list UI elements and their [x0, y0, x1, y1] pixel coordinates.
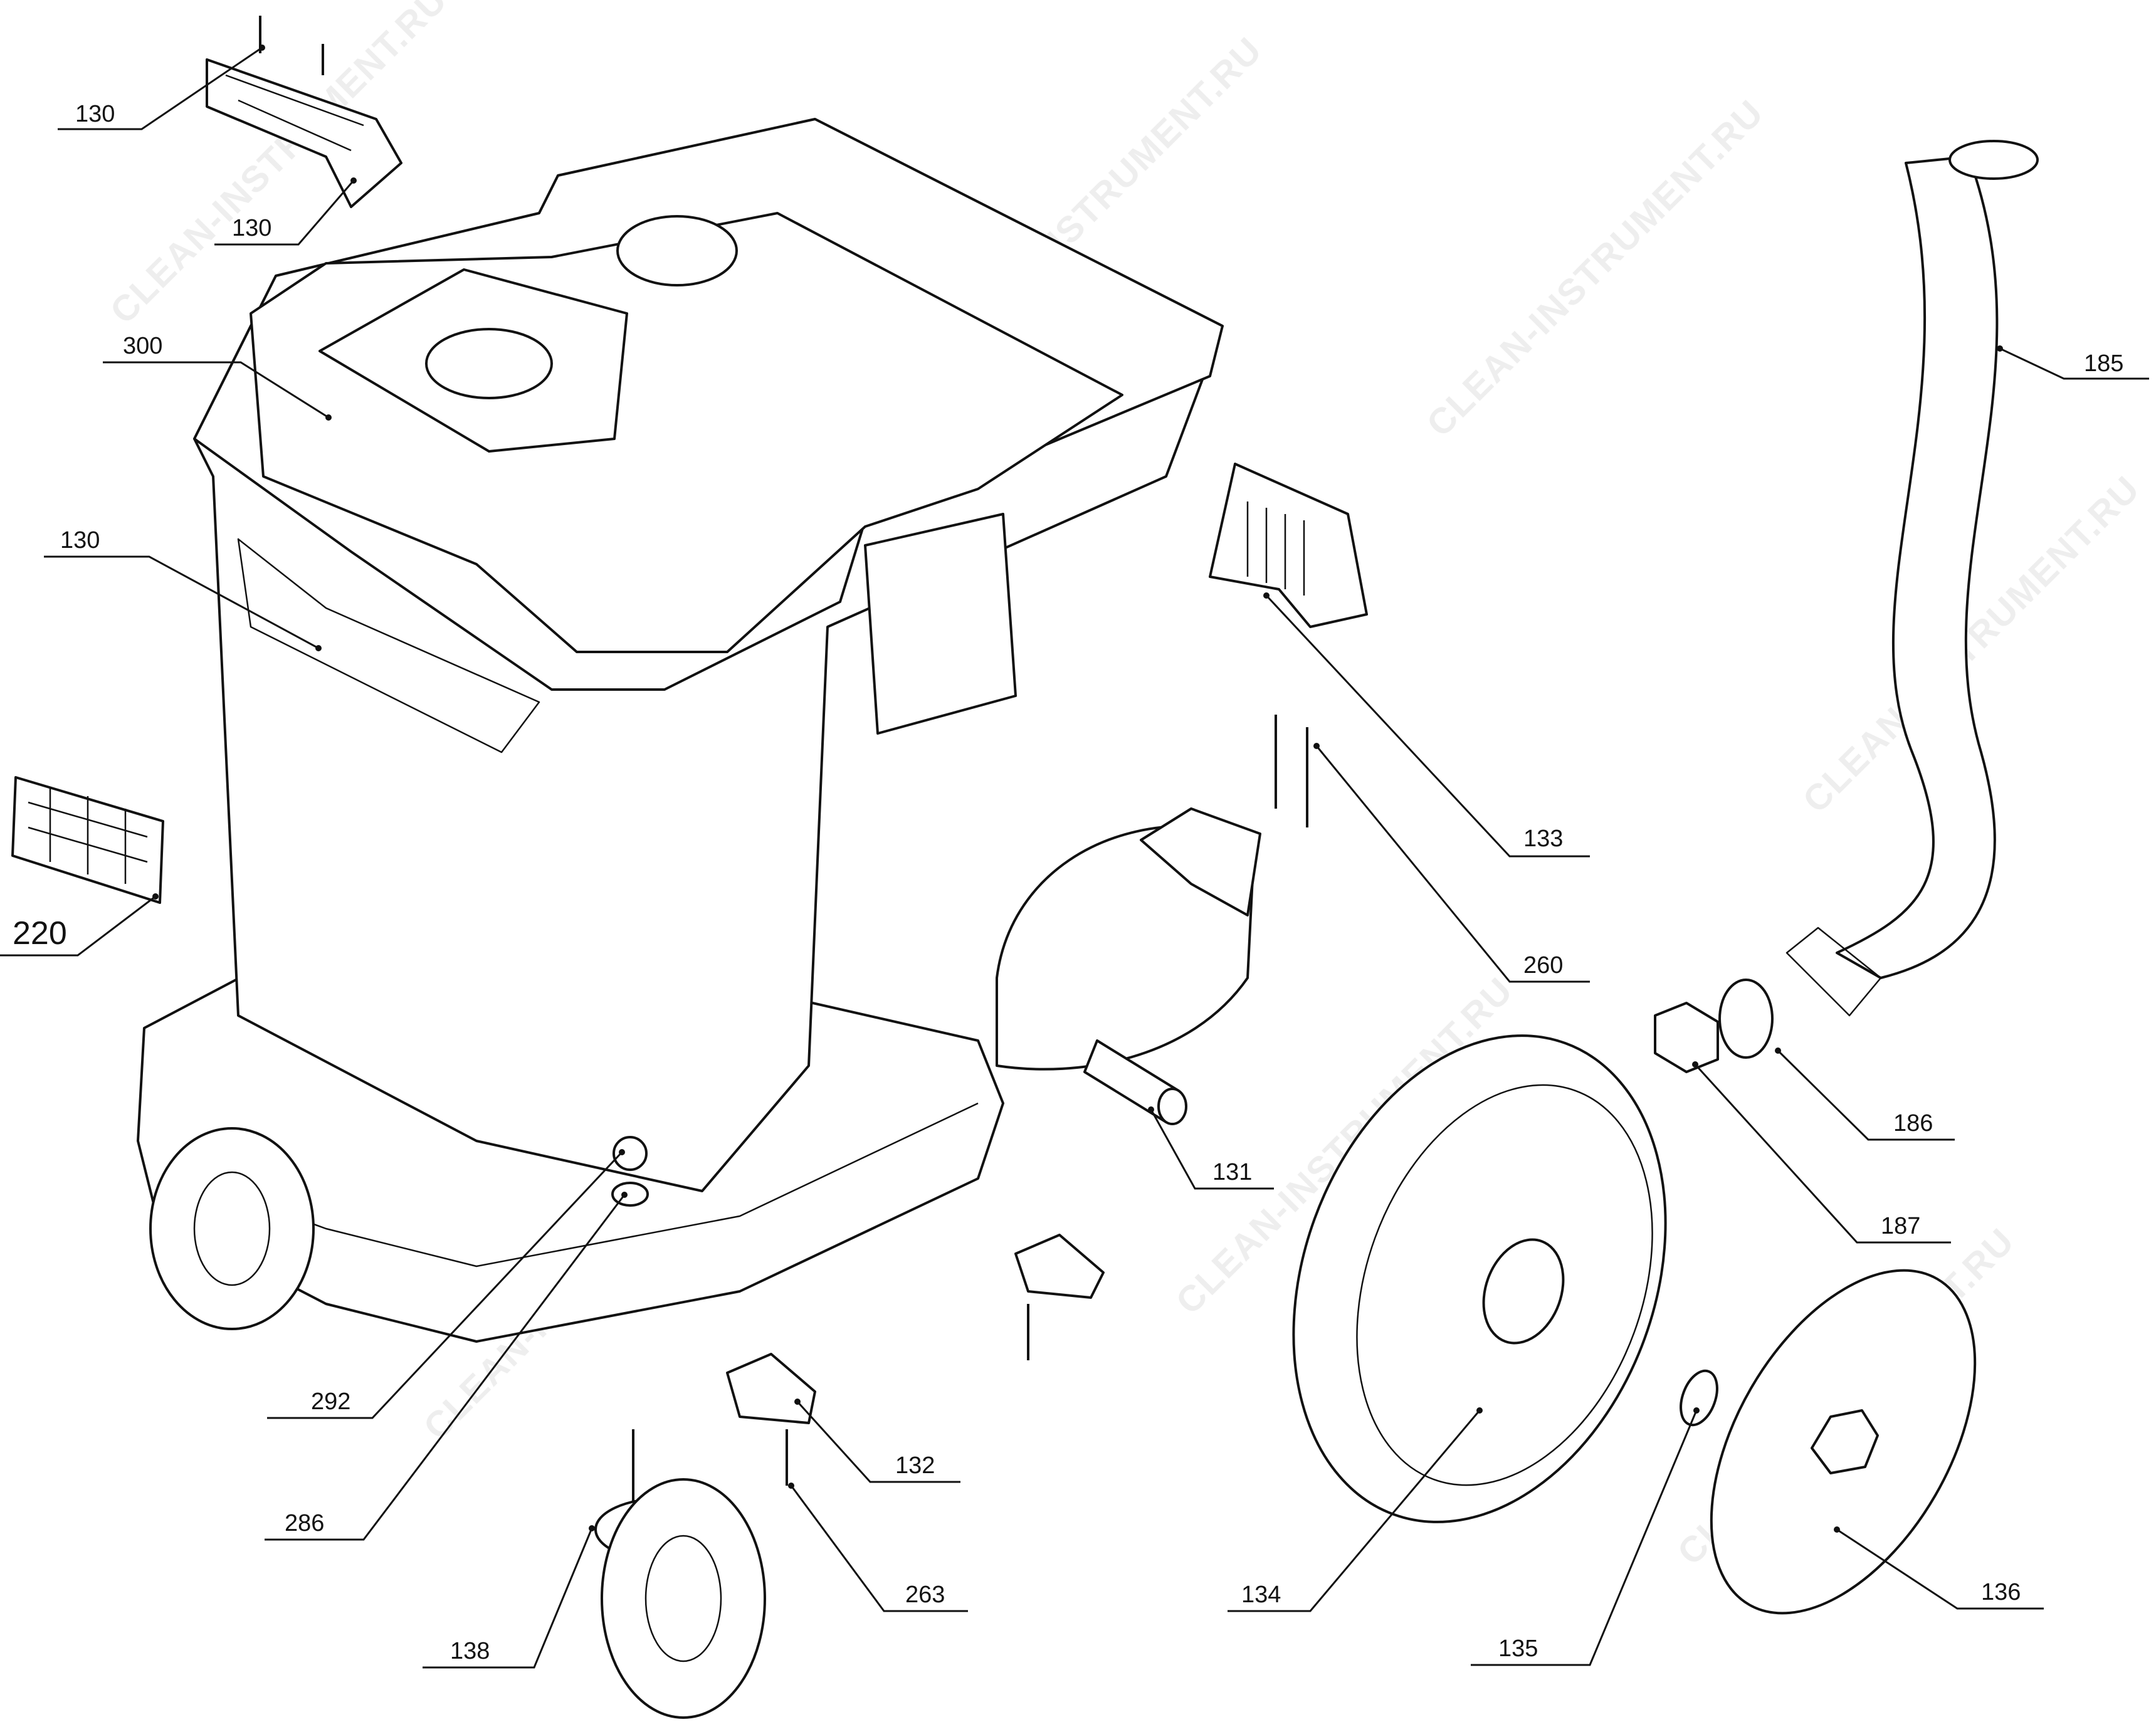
leader-185: [1999, 347, 2149, 380]
leader-133: [1265, 594, 1590, 858]
part-138-caster: [594, 1429, 766, 1719]
part-130-top-clip: [206, 16, 402, 208]
arch-rim: [1140, 807, 1261, 916]
part-186-ring: [1718, 979, 1774, 1059]
front-caster-hub: [193, 1171, 271, 1286]
leader-220: [0, 895, 156, 957]
wheel-hub: [1482, 1238, 1565, 1345]
hose-tube: [1836, 155, 1999, 979]
callout-220: 220: [13, 915, 67, 952]
callout-136: 136: [1981, 1579, 2021, 1605]
lid-latch: [864, 513, 1017, 735]
clip-rear: [1014, 1234, 1105, 1299]
leader-130-top: [58, 46, 263, 130]
part-133-bracket: [1209, 463, 1368, 628]
callout-132: 132: [895, 1452, 935, 1479]
part-135-clip-ring: [1680, 1369, 1718, 1427]
callouts: 130 130 300 130 220 185 133 260 186: [0, 45, 2149, 1669]
leader-130-mid: [214, 180, 355, 246]
leader-dot: [1476, 1407, 1483, 1414]
leader-135: [1471, 1410, 1698, 1666]
axle-end: [1157, 1088, 1187, 1125]
leader-dot: [1693, 1407, 1700, 1414]
callout-286: 286: [285, 1510, 324, 1536]
leader-dot: [259, 45, 265, 51]
callout-131: 131: [1212, 1159, 1252, 1185]
front-panel: [237, 538, 540, 753]
callout-138: 138: [450, 1638, 490, 1664]
leader-dot: [325, 414, 332, 421]
callout-187: 187: [1881, 1213, 1920, 1239]
hose-coupling: [1785, 927, 1882, 1017]
wheel-tire-inner: [1356, 1084, 1653, 1486]
leader-dot: [621, 1192, 628, 1198]
caster-wheel-hub: [644, 1535, 722, 1662]
filter-grid: [28, 787, 148, 884]
leader-186: [1777, 1049, 1955, 1141]
part-185-hose: [1785, 140, 2039, 1017]
part-187-nut: [1654, 1002, 1719, 1073]
leader-134: [1228, 1410, 1481, 1612]
leader-131: [1150, 1109, 1274, 1190]
leader-dot: [350, 177, 357, 184]
callout-292: 292: [311, 1389, 350, 1415]
leader-dot: [1834, 1526, 1840, 1533]
float-cap: [616, 215, 738, 286]
leader-dot: [1997, 345, 2003, 352]
callout-134: 134: [1241, 1582, 1281, 1608]
callout-186: 186: [1893, 1110, 1933, 1137]
leader-dot: [589, 1525, 595, 1531]
wheel-tire: [1292, 1034, 1667, 1523]
leader-dot: [794, 1399, 801, 1405]
leader-292: [267, 1151, 623, 1419]
leader-136: [1836, 1528, 2044, 1610]
leader-dot: [1313, 743, 1320, 749]
leader-286: [265, 1194, 626, 1541]
part-132-clip: [726, 1353, 816, 1424]
leader-dot: [619, 1149, 625, 1155]
leader-300: [103, 361, 329, 419]
leader-dot: [152, 893, 159, 900]
callout-263: 263: [905, 1582, 945, 1608]
callout-185: 185: [2084, 350, 2123, 377]
leader-138: [423, 1528, 593, 1669]
leader-187: [1694, 1063, 1951, 1244]
part-136-hubcap: [1710, 1269, 1977, 1615]
callout-135: 135: [1498, 1635, 1538, 1662]
callout-260: 260: [1523, 952, 1563, 979]
leader-dot: [315, 645, 322, 651]
caster-wheel: [601, 1478, 766, 1719]
bracket-teeth: [1246, 501, 1305, 596]
bracket-body: [1209, 463, 1368, 628]
callout-130: 130: [75, 101, 115, 127]
front-caster-wheel: [149, 1127, 315, 1330]
callout-133: 133: [1523, 826, 1563, 852]
part-292-nut: [613, 1136, 648, 1171]
leader-260: [1315, 745, 1590, 983]
leader-130-front: [44, 555, 319, 649]
callout-130: 130: [60, 527, 100, 554]
leader-dot: [788, 1483, 794, 1489]
leader-dot: [1775, 1047, 1781, 1054]
top-clip-bracket: [206, 58, 402, 208]
leader-dot: [1263, 592, 1270, 599]
filter-opening: [425, 328, 553, 399]
vacuum-body: [137, 118, 1261, 1343]
hubcap-center: [1811, 1409, 1879, 1474]
callout-130: 130: [232, 215, 271, 241]
top-clip-detail: [225, 74, 364, 152]
leader-dot: [1148, 1106, 1154, 1113]
part-134-wheel: [1292, 1034, 1667, 1523]
front-caster: [149, 1127, 315, 1330]
leader-263: [790, 1485, 968, 1612]
hose-end-cuff: [1948, 140, 2039, 180]
leader-132: [796, 1400, 960, 1483]
leader-dot: [1692, 1061, 1698, 1068]
callout-300: 300: [123, 333, 162, 359]
watermark-text: CLEAN-INSTRUMENT.RU: [1419, 92, 1772, 445]
